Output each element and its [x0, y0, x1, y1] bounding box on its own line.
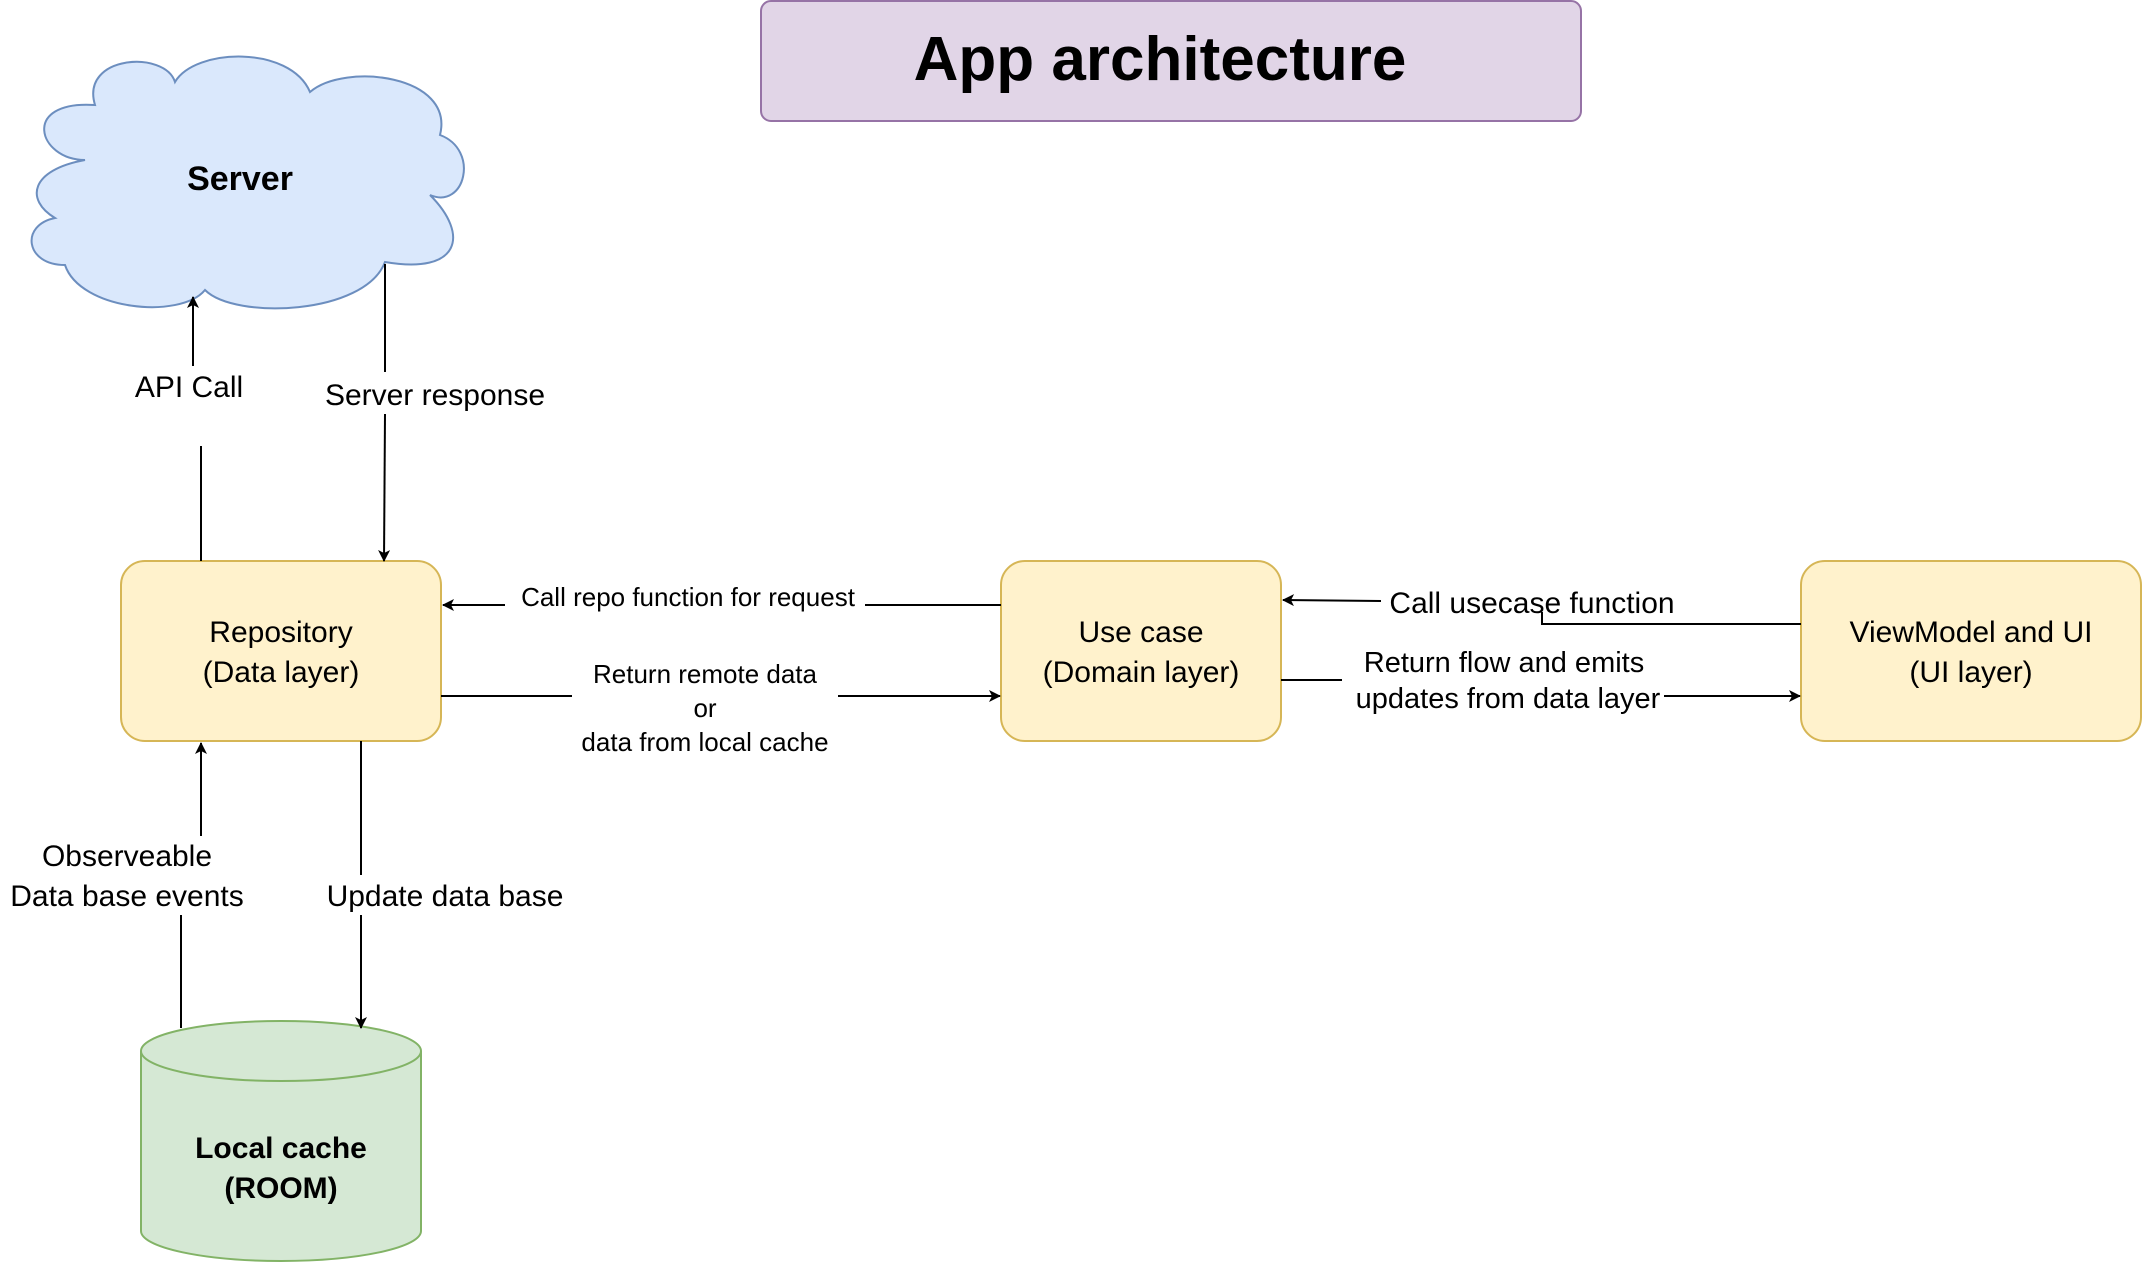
- return-flow-line1: Return flow and emits: [1364, 647, 1644, 679]
- local-cache-subtitle: (ROOM): [224, 1172, 337, 1205]
- repository-title: Repository: [209, 616, 352, 649]
- edge-call-repo: Call repo function for request: [442, 582, 1001, 612]
- edge-call-usecase-arrow: [1282, 594, 1382, 607]
- title-box: App architecture: [760, 0, 1582, 122]
- viewmodel-layer: (UI layer): [1909, 656, 2032, 689]
- server-response-label: Server response: [325, 379, 545, 412]
- local-cache-db: Local cache (ROOM): [140, 1020, 422, 1262]
- return-remote-line1: Return remote data: [593, 659, 818, 689]
- usecase-box-shape: [1000, 560, 1282, 742]
- return-remote-line2: or: [693, 693, 716, 723]
- edge-return-flow: Return flow and emits updates from data …: [1281, 647, 1801, 715]
- viewmodel-title: ViewModel and UI: [1850, 616, 2093, 649]
- edge-call-repo-line: [865, 604, 1001, 606]
- edge-call-usecase: Call usecase function: [1282, 587, 1801, 625]
- edge-call-usecase-line: [1541, 612, 1801, 625]
- edge-observeable: Observeable Data base events: [10, 742, 244, 1028]
- database-top: [140, 1020, 422, 1082]
- edge-api-call: API Call: [135, 296, 243, 561]
- usecase-title: Use case: [1078, 616, 1203, 649]
- observeable-line1: Observeable: [42, 840, 212, 873]
- repository-box: Repository (Data layer): [120, 560, 442, 742]
- repository-box-shape: [120, 560, 442, 742]
- viewmodel-box-shape: [1800, 560, 2142, 742]
- edge-server-response: Server response: [325, 264, 545, 562]
- update-db-label: Update data base: [327, 880, 564, 913]
- page-title: App architecture: [914, 25, 1407, 94]
- edge-server-response-lower: [378, 413, 391, 562]
- edge-update-db: Update data base: [327, 741, 564, 1029]
- cloud-icon: [30, 55, 465, 310]
- usecase-box: Use case (Domain layer): [1000, 560, 1282, 742]
- local-cache-title: Local cache: [195, 1132, 367, 1165]
- viewmodel-box: ViewModel and UI (UI layer): [1800, 560, 2142, 742]
- call-usecase-label: Call usecase function: [1389, 587, 1674, 620]
- observeable-line2: Data base events: [10, 880, 243, 913]
- database-icon: [140, 1051, 422, 1262]
- api-call-label: API Call: [135, 371, 243, 404]
- return-flow-line2: updates from data layer: [1356, 683, 1661, 715]
- return-remote-line3: data from local cache: [581, 727, 828, 757]
- call-repo-label: Call repo function for request: [521, 582, 856, 612]
- repository-layer: (Data layer): [203, 656, 360, 689]
- edge-return-remote: Return remote data or data from local ca…: [441, 659, 1001, 757]
- usecase-layer: (Domain layer): [1043, 656, 1240, 689]
- server-label: Server: [187, 160, 293, 198]
- title-box-shape: [760, 0, 1582, 122]
- server-cloud: Server: [30, 55, 465, 310]
